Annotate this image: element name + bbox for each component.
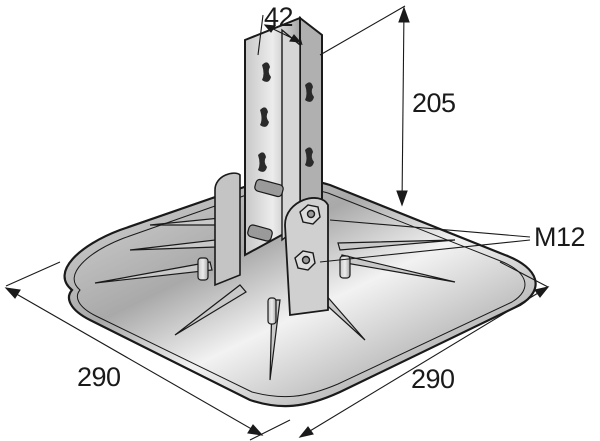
dimension-bolt-size: M12 (534, 222, 586, 252)
anchor-posts (197, 255, 351, 325)
channel-strut (244, 15, 323, 257)
dimension-lines (4, 5, 550, 441)
rear-bracket (214, 172, 241, 287)
hex-nuts (294, 204, 321, 271)
strut-slots (258, 62, 314, 172)
dimension-base-right: 290 (411, 364, 455, 394)
dimension-height: 205 (412, 88, 456, 118)
dimension-channel-width: 42 (264, 2, 294, 32)
dimension-base-left: 290 (77, 362, 121, 392)
threaded-rods (247, 178, 284, 242)
